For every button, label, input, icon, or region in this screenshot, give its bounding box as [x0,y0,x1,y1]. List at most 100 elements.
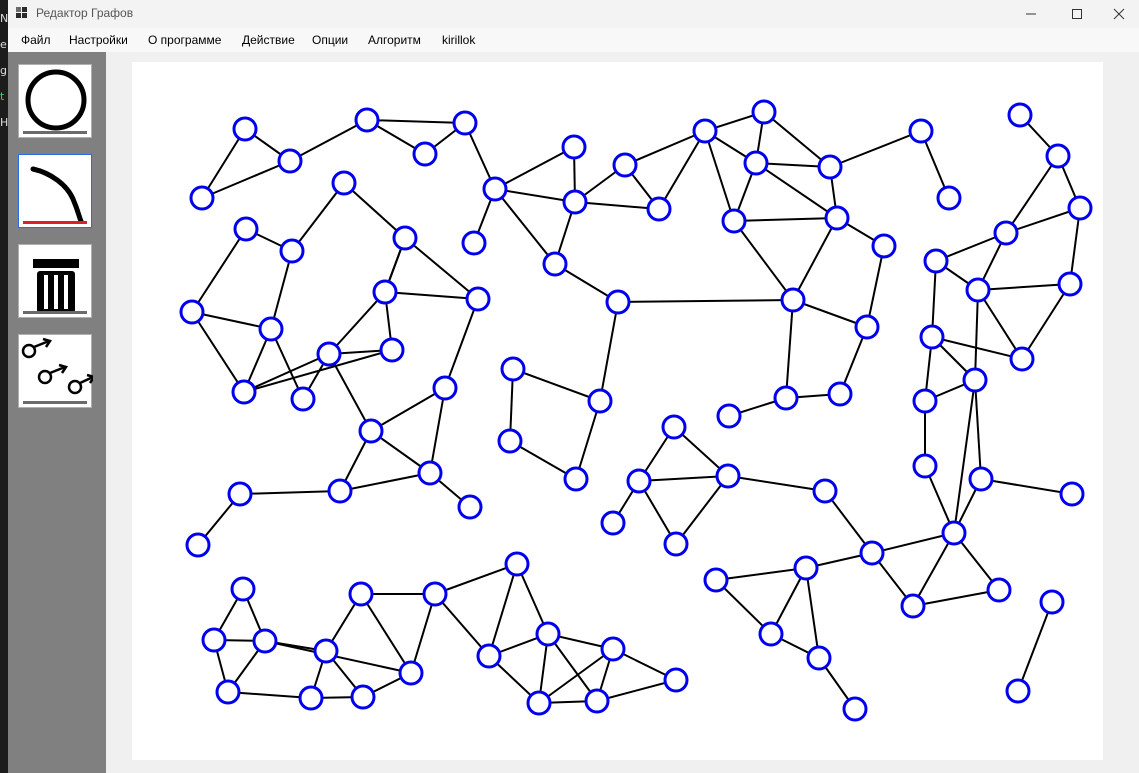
graph-edge[interactable] [715,579,772,635]
graph-vertex[interactable] [1059,481,1085,507]
graph-edge[interactable] [704,130,735,222]
graph-edge[interactable] [243,353,330,393]
graph-edge[interactable] [384,291,479,300]
graph-vertex[interactable] [327,478,353,504]
graph-edge[interactable] [912,589,1000,607]
graph-vertex[interactable] [465,286,491,312]
graph-edge[interactable] [370,387,446,432]
graph-edge[interactable] [871,532,955,554]
graph-edge[interactable] [727,475,826,492]
graph-edge[interactable] [755,162,838,219]
graph-vertex[interactable] [605,289,631,315]
graph-edge[interactable] [509,440,577,480]
graph-vertex[interactable] [348,581,374,607]
graph-vertex[interactable] [854,314,880,340]
graph-edge[interactable] [366,119,466,124]
graph-edge[interactable] [574,201,660,210]
graph-edge[interactable] [444,298,479,389]
graph-vertex[interactable] [806,645,832,671]
graph-edge[interactable] [980,478,1073,495]
graph-vertex[interactable] [316,341,342,367]
graph-vertex[interactable] [968,466,994,492]
graph-vertex[interactable] [230,576,256,602]
graph-edge[interactable] [866,245,885,328]
graph-vertex[interactable] [936,185,962,211]
graph-vertex[interactable] [721,208,747,234]
graph-vertex[interactable] [1005,678,1031,704]
graph-edge[interactable] [488,563,518,657]
graph-vertex[interactable] [232,116,258,142]
graph-edge[interactable] [953,379,976,534]
graph-edge[interactable] [977,283,1071,291]
graph-edge[interactable] [785,299,794,399]
menu-options[interactable]: Опции [312,33,349,47]
graph-vertex[interactable] [252,628,278,654]
graph-edge[interactable] [201,160,291,199]
graph-vertex[interactable] [941,520,967,546]
graph-edge[interactable] [931,260,937,338]
graph-vertex[interactable] [1057,271,1083,297]
graph-vertex[interactable] [758,621,784,647]
minimize-button[interactable] [1008,0,1054,28]
graph-vertex[interactable] [793,555,819,581]
graph-vertex[interactable] [965,277,991,303]
graph-vertex[interactable] [452,110,478,136]
graph-edge[interactable] [1069,207,1081,285]
graph-vertex[interactable] [201,627,227,653]
graph-vertex[interactable] [461,230,487,256]
graph-vertex[interactable] [398,660,424,686]
graph-vertex[interactable] [215,679,241,705]
graph-vertex[interactable] [600,510,626,536]
graph-edge[interactable] [624,130,706,166]
graph-edge[interactable] [1005,207,1081,234]
graph-vertex[interactable] [824,205,850,231]
graph-vertex[interactable] [1067,195,1093,221]
graph-vertex[interactable] [535,621,561,647]
graph-vertex[interactable] [626,468,652,494]
graph-edge[interactable] [1021,283,1071,360]
menu-settings[interactable]: Настройки [69,33,128,47]
graph-vertex[interactable] [900,593,926,619]
graph-vertex[interactable] [646,196,672,222]
graph-vertex[interactable] [612,152,638,178]
graph-vertex[interactable] [526,690,552,716]
graph-vertex[interactable] [233,216,259,242]
graph-edge[interactable] [191,228,247,313]
graph-edge[interactable] [617,299,794,303]
graph-vertex[interactable] [227,481,253,507]
graph-vertex[interactable] [993,220,1019,246]
graph-vertex[interactable] [185,532,211,558]
graph-vertex[interactable] [482,176,508,202]
graph-vertex[interactable] [663,531,689,557]
graph-vertex[interactable] [354,107,380,133]
graph-edge[interactable] [404,237,479,300]
menu-kirillok[interactable]: kirillok [442,33,476,47]
graph-vertex[interactable] [1045,143,1071,169]
graph-edge[interactable] [1005,155,1059,234]
graph-edge[interactable] [410,593,436,674]
graph-edge[interactable] [912,532,955,607]
graph-vertex[interactable] [313,638,339,664]
graph-edge[interactable] [191,311,272,330]
graph-svg[interactable] [132,62,1103,760]
graph-edge[interactable] [243,349,393,393]
graph-edge[interactable] [291,182,345,252]
graph-edge[interactable] [599,301,619,402]
graph-vertex[interactable] [912,453,938,479]
graph-edge[interactable] [512,368,601,402]
graph-vertex[interactable] [422,581,448,607]
graph-vertex[interactable] [587,388,613,414]
graph-vertex[interactable] [773,385,799,411]
graph-vertex[interactable] [1007,102,1033,128]
graph-vertex[interactable] [350,684,376,710]
graph-vertex[interactable] [562,189,588,215]
graph-vertex[interactable] [179,299,205,325]
graph-edge[interactable] [733,217,838,222]
add-vertex-tool[interactable] [18,64,92,138]
graph-vertex[interactable] [715,463,741,489]
graph-edge[interactable] [264,640,412,674]
graph-edge[interactable] [239,490,341,495]
graph-vertex[interactable] [600,636,626,662]
graph-vertex[interactable] [1009,346,1035,372]
graph-vertex[interactable] [584,688,610,714]
